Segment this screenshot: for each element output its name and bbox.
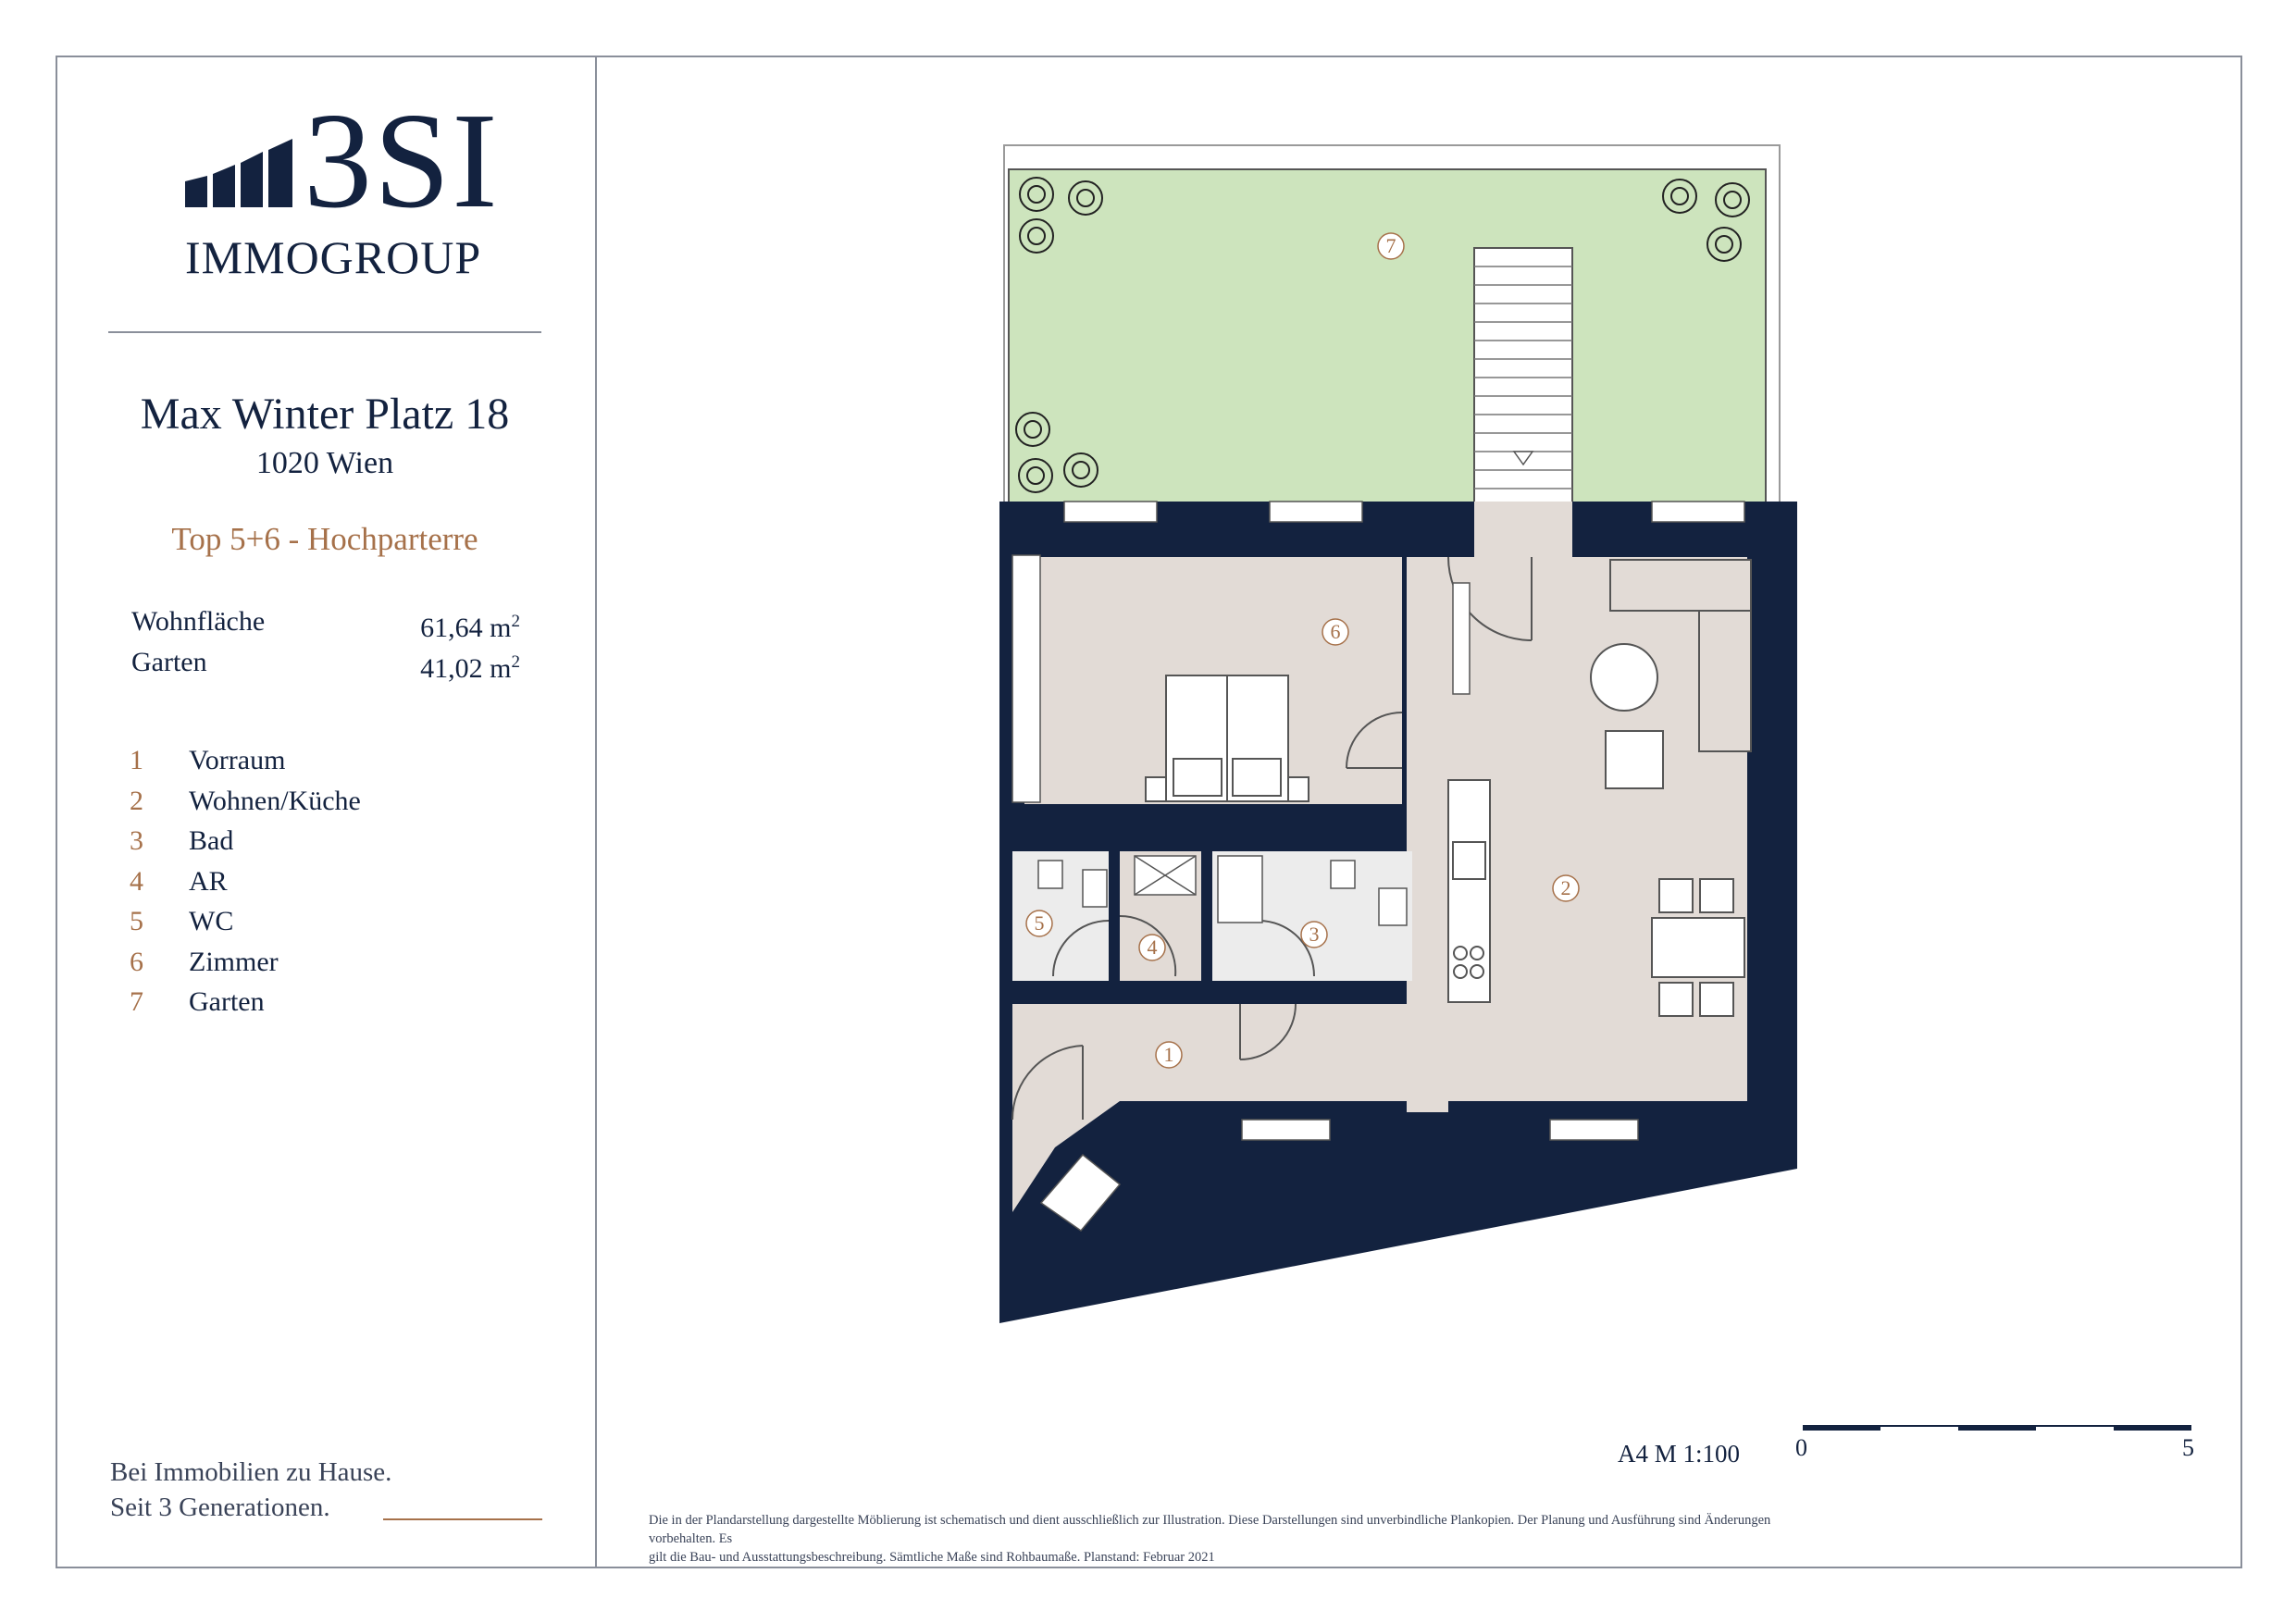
armchair-icon (1605, 730, 1664, 789)
room-hall-entry (1012, 1101, 1120, 1212)
bed-icon (1145, 675, 1309, 802)
floor-plan: 7 6 2 3 4 5 1 (999, 144, 1797, 1323)
brand-logo: 3SI IMMOGROUP (185, 93, 498, 285)
plan-label-garden: 7 (1386, 234, 1396, 257)
sidebar-divider (595, 56, 597, 1568)
unit-title: Top 5+6 - Hochparterre (171, 521, 478, 557)
disclaimer-line-2: gilt die Bau- und Ausstattungsbeschreibu… (649, 1550, 1215, 1565)
area-value: 41,02 m2 (420, 652, 520, 684)
dining-table-icon (1651, 878, 1745, 1017)
sofa-icon (1609, 559, 1752, 752)
page-frame (56, 56, 2242, 1568)
logo-wordmark: 3SI (304, 85, 500, 237)
logo-subtitle: IMMOGROUP (185, 231, 482, 283)
scale-start: 0 (1795, 1434, 1807, 1461)
property-city: 1020 Wien (255, 446, 394, 480)
plan-label-bedroom: 6 (1331, 620, 1341, 643)
tagline-rule (383, 1518, 542, 1520)
table-round-icon (1590, 643, 1658, 712)
scale-end: 5 (2182, 1434, 2194, 1461)
window-diagonal-icon (1039, 1153, 1122, 1233)
plan-label-storage: 4 (1148, 935, 1158, 959)
wardrobe (1452, 582, 1471, 695)
area-label: Garten (131, 647, 207, 677)
disclaimer-line-1: Die in der Plandarstellung dargestellte … (649, 1513, 1771, 1546)
logo-bars-icon (185, 139, 292, 207)
area-label: Wohnfläche (131, 606, 266, 637)
garden-area (1008, 168, 1767, 507)
plan-label-hall: 1 (1164, 1043, 1174, 1066)
property-street: Max Winter Platz 18 (140, 390, 510, 439)
room-living (1448, 557, 1747, 1101)
header-rule (108, 331, 541, 333)
tagline-line-1: Bei Immobilien zu Hause. (110, 1457, 392, 1487)
area-value: 61,64 m2 (420, 612, 520, 643)
plan-label-bath: 3 (1309, 923, 1320, 946)
room-hall (1012, 1004, 1407, 1101)
scale-bar (1803, 1425, 2191, 1431)
stair-landing (1474, 502, 1572, 557)
plan-label-living: 2 (1561, 876, 1571, 899)
plant-icon (1015, 177, 1750, 493)
window-icon (1011, 501, 1745, 1141)
kitchen-counter-icon (1447, 779, 1491, 1003)
disclaimer: Die in der Plandarstellung dargestellte … (649, 1511, 1815, 1567)
room-labels: 7 6 2 3 4 5 1 (1025, 232, 1580, 1069)
plan-label-wc: 5 (1035, 911, 1045, 935)
sanitary-icon (1037, 855, 1408, 926)
stair-arrow-icon (1512, 451, 1534, 466)
tagline-line-2: Seit 3 Generationen. (110, 1493, 330, 1522)
corridor-entry (1407, 557, 1448, 1112)
door-icon (1011, 556, 1533, 1121)
scale-label: A4 M 1:100 (1618, 1440, 1741, 1468)
